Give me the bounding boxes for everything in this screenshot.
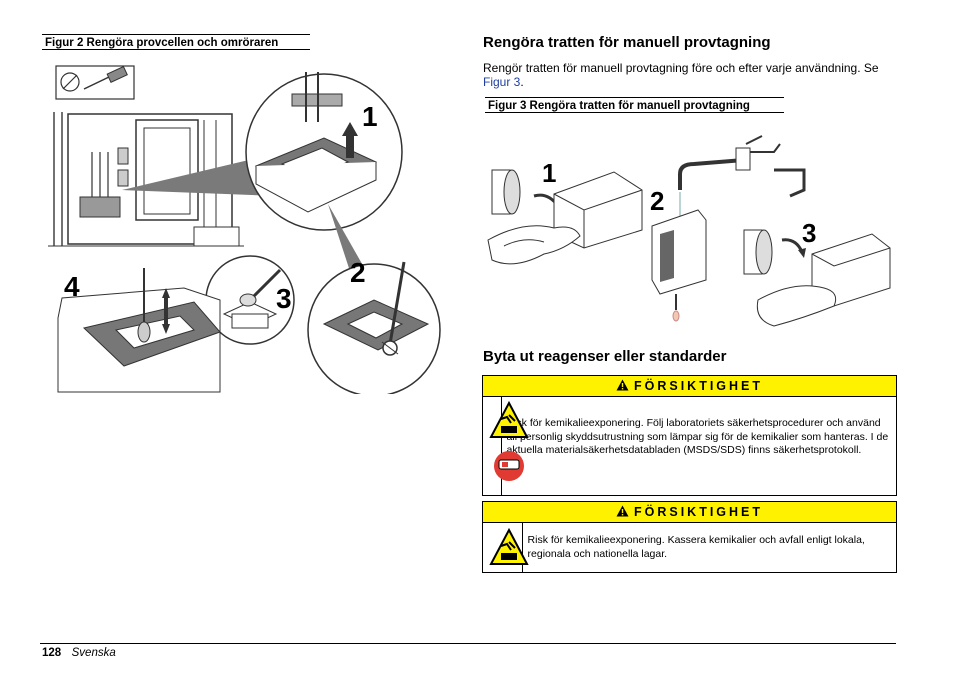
- footer-language: Svenska: [71, 647, 116, 659]
- caution-header-label-2: FÖRSIKTIGHET: [633, 505, 764, 519]
- figure-2-step-1: 1: [362, 101, 378, 132]
- warning-triangle-icon: [616, 379, 629, 394]
- section-heading-replace-reagents: Byta ut reagenser eller standarder: [483, 348, 727, 365]
- figure-2-step-4: 4: [64, 271, 80, 302]
- figure-2-step-2: 2: [350, 257, 366, 288]
- step-3-detail: [222, 268, 282, 329]
- paragraph-text: Rengör tratten för manuell provtagning f…: [483, 61, 879, 75]
- section-heading-funnel-cleaning: Rengöra tratten för manuell provtagning: [483, 34, 771, 51]
- figure-2-caption-rule-top: [42, 34, 310, 35]
- step-4-detail: [57, 268, 221, 393]
- caution-header-1: FÖRSIKTIGHET: [483, 376, 896, 397]
- caution-header-2: FÖRSIKTIGHET: [483, 502, 896, 523]
- step-1-wipe: [487, 169, 643, 265]
- figure-2-caption: Figur 2 Rengöra provcellen och omröraren: [45, 37, 279, 49]
- figure-3-step-1: 1: [542, 158, 556, 188]
- figure-2-illustration: 1 2 3 4: [48, 65, 441, 394]
- figure-3-caption-rule-bottom: [485, 112, 784, 113]
- screwdriver-icon: [55, 65, 135, 100]
- instrument-side-view: [48, 110, 244, 247]
- figure-3-caption-rule-top: [485, 97, 784, 98]
- caution-box-2: FÖRSIKTIGHET Risk för kemikalieexponerin…: [482, 501, 897, 573]
- caution-text-2: Risk för kemikalieexponering. Kassera ke…: [527, 534, 865, 560]
- caution-icons-1: [483, 397, 529, 496]
- figure-2-caption-rule-bottom: [42, 49, 310, 50]
- chemical-hazard-icon: [489, 528, 529, 565]
- step-3-wipe: [743, 229, 891, 327]
- safety-goggles-icon: [494, 451, 524, 481]
- caution-header-label-1: FÖRSIKTIGHET: [633, 379, 764, 393]
- warning-triangle-icon: [616, 505, 629, 520]
- paragraph-end: .: [520, 75, 524, 89]
- chemical-hazard-icon: [489, 401, 529, 438]
- step-2-detail: [322, 261, 430, 356]
- footer: 128 Svenska: [42, 643, 116, 661]
- caution-text-1: Risk för kemikalieexponering. Följ labor…: [506, 417, 889, 456]
- section-funnel-paragraph: Rengör tratten för manuell provtagning f…: [483, 61, 895, 89]
- page-number: 128: [42, 647, 62, 659]
- figure-2-step-3: 3: [276, 283, 292, 314]
- figure-3-caption: Figur 3 Rengöra tratten för manuell prov…: [488, 100, 750, 112]
- caution-box-1: FÖRSIKTIGHET Risk för kemikalieexponerin…: [482, 375, 897, 496]
- figure-3-step-3: 3: [802, 218, 816, 248]
- caution-icons-2: [483, 523, 529, 573]
- step-2-rinse: [651, 135, 806, 322]
- footer-rule: [40, 643, 896, 644]
- figure-3-illustration: 1 2 3: [487, 135, 891, 327]
- figure-3-step-2: 2: [650, 186, 664, 216]
- figure-3-link[interactable]: Figur 3: [483, 75, 521, 89]
- step-1-detail: [254, 72, 378, 213]
